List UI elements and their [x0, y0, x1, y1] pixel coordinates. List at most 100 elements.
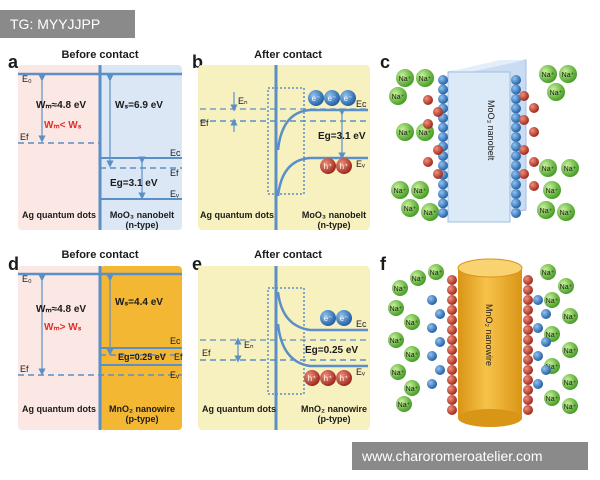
panel-letter: d: [8, 254, 19, 274]
metal-caption: Ag quantum dots: [202, 404, 276, 414]
fermi-label: Ef: [202, 348, 211, 358]
sodium-ion-group: Na⁺Na⁺Na⁺Na⁺Na⁺Na⁺Na⁺Na⁺Na⁺Na⁺Na⁺Na⁺Na⁺N…: [388, 264, 578, 414]
hole-icon: [523, 325, 533, 335]
sodium-ion-label: Na⁺: [546, 332, 559, 339]
bent-conduction-band: [276, 108, 368, 151]
hole-icon: [523, 385, 533, 395]
electron-icon: [541, 365, 551, 375]
sodium-ion-label: Na⁺: [398, 402, 411, 409]
electron-icon: [541, 309, 551, 319]
hole-icon: [523, 365, 533, 375]
electron-icon: [320, 310, 336, 326]
panel-a: a Before contact E₀ Wₘ≈4.8 eV Wₘ< Wₛ Ef …: [8, 49, 182, 230]
metal-caption: Ag quantum dots: [22, 210, 96, 220]
sodium-ion-icon: [401, 199, 419, 217]
electron-icon: [511, 160, 521, 171]
work-function-comparison: Wₘ< Wₛ: [44, 120, 82, 131]
sodium-ion-label: Na⁺: [542, 72, 555, 79]
electron-icon: [427, 379, 437, 389]
sodium-ion-label: Na⁺: [562, 72, 575, 79]
nanowire-label: MnO₂ nanowire: [484, 304, 494, 366]
hole-icon: [447, 335, 457, 345]
electron-icon: [511, 198, 521, 209]
sodium-ion-icon: [539, 65, 557, 83]
panel-letter: c: [380, 52, 390, 72]
panel-d: d Before contact E₀ Wₘ≈4.8 eV Wₘ> Wₛ Ef …: [8, 249, 183, 430]
panel-letter: b: [192, 52, 203, 72]
sodium-ion-icon: [389, 87, 407, 105]
sodium-ion-label: Na⁺: [394, 188, 407, 195]
hole-icon: [523, 395, 533, 405]
sodium-ion-icon: [547, 83, 565, 101]
sodium-ion-icon: [410, 270, 426, 286]
sodium-ion-label: Na⁺: [390, 306, 403, 313]
hole-icon: [529, 181, 539, 191]
hole-icon: [447, 375, 457, 385]
sodium-ion-label: Na⁺: [412, 276, 425, 283]
hole-icon: [423, 157, 433, 167]
hole-icon: [447, 405, 457, 415]
sodium-ion-icon: [544, 390, 560, 406]
panel-letter: a: [8, 52, 19, 72]
hole-group: h⁺ h⁺: [320, 158, 352, 174]
semiconductor-caption: MoO₃ nanobelt: [302, 210, 366, 220]
panel-title: Before contact: [61, 49, 138, 61]
sodium-ion-label: Na⁺: [542, 270, 555, 277]
sodium-ion-label: Na⁺: [430, 270, 443, 277]
hole-icon: [447, 325, 457, 335]
conduction-band-label: Ec: [170, 148, 181, 158]
hole-icon: [523, 335, 533, 345]
sodium-ion-label: Na⁺: [392, 94, 405, 101]
sodium-ion-label: Na⁺: [546, 396, 559, 403]
sodium-ion-icon: [411, 181, 429, 199]
sodium-ion-label: Na⁺: [564, 404, 577, 411]
nanobelt-top: [448, 60, 526, 72]
conduction-band-label: Ec: [356, 319, 367, 329]
nanobelt-body: [447, 71, 511, 223]
electron-label: e⁻: [324, 314, 333, 323]
electron-icon: [438, 132, 448, 142]
sodium-ion-label: Na⁺: [560, 210, 573, 217]
electron-icon: [533, 351, 543, 361]
tag-badge: TG: MYYJJPP: [0, 10, 135, 38]
charge-layer: [427, 275, 551, 415]
sodium-ion-label: Na⁺: [404, 206, 417, 213]
panel-title: After contact: [254, 249, 322, 261]
hole-icon: [320, 158, 336, 174]
charge-layer: [423, 75, 539, 218]
bent-valence-band: [276, 323, 368, 368]
hole-group: h⁺ h⁺ h⁺: [304, 370, 352, 386]
sodium-ion-icon: [388, 300, 404, 316]
electron-icon: [511, 75, 521, 85]
sodium-ion-label: Na⁺: [424, 210, 437, 217]
depletion-region: [267, 287, 305, 395]
hole-icon: [447, 365, 457, 375]
electron-icon: [511, 170, 521, 180]
sodium-ion-icon: [544, 292, 560, 308]
metal-caption: Ag quantum dots: [200, 210, 274, 220]
sodium-ion-icon: [404, 346, 420, 362]
sodium-ion-icon: [396, 396, 412, 412]
conduction-band-label: Ec: [170, 336, 181, 346]
hole-icon: [447, 385, 457, 395]
electron-icon: [438, 198, 448, 209]
sodium-ion-label: Na⁺: [564, 166, 577, 173]
hole-icon: [523, 295, 533, 305]
electron-icon: [438, 75, 448, 85]
hole-label: h⁺: [308, 374, 317, 383]
electron-icon: [308, 90, 324, 106]
hole-icon: [519, 169, 529, 179]
electron-icon: [438, 189, 448, 199]
hole-icon: [529, 127, 539, 137]
sodium-ion-icon: [557, 203, 575, 221]
sodium-ion-label: Na⁺: [419, 76, 432, 83]
electron-icon: [336, 310, 352, 326]
semiconductor-work-function: Wₛ=4.4 eV: [115, 297, 163, 308]
electron-label: e⁻: [328, 94, 337, 103]
sodium-ion-icon: [391, 181, 409, 199]
electron-icon: [438, 94, 448, 104]
sodium-ion-icon: [562, 398, 578, 414]
panel-letter: e: [192, 254, 202, 274]
sodium-ion-label: Na⁺: [414, 188, 427, 195]
